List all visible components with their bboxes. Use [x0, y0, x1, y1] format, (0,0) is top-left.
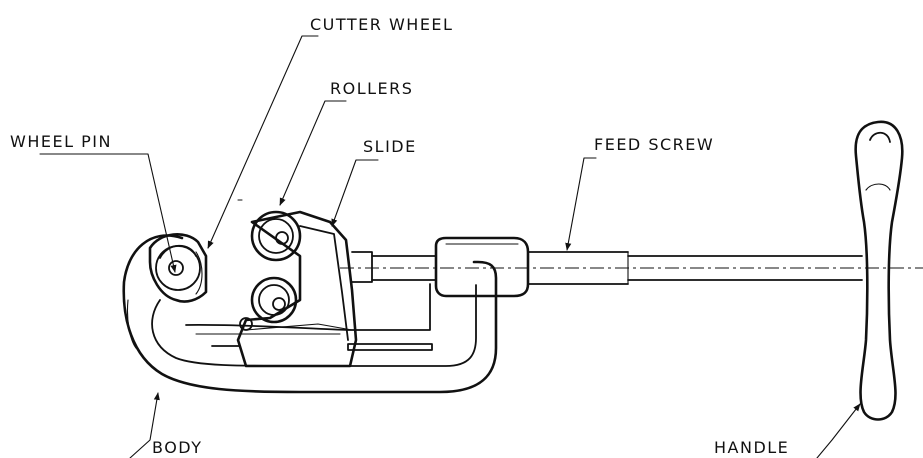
leader-cutter-wheel — [207, 35, 319, 249]
label-cutter-wheel: CUTTER WHEEL — [310, 15, 453, 34]
label-slide: SLIDE — [363, 137, 417, 156]
feed-screw-assembly — [351, 236, 863, 298]
label-body: BODY — [152, 438, 203, 457]
leader-rollers — [279, 100, 347, 206]
wheel-pin — [168, 260, 184, 276]
label-handle: HANDLE — [714, 438, 789, 457]
leader-lines — [39, 35, 861, 458]
upper-roller — [250, 210, 302, 262]
cutter-wheel-assembly — [148, 233, 208, 303]
label-feed-screw: FEED SCREW — [594, 135, 714, 154]
lower-roller — [250, 276, 298, 324]
leader-wheel-pin — [39, 153, 177, 273]
leader-handle — [816, 403, 861, 458]
leader-slide — [331, 159, 379, 227]
label-rollers: ROLLERS — [330, 79, 413, 98]
t-handle — [854, 120, 904, 421]
slide-assembly — [236, 210, 358, 368]
leader-feed-screw — [565, 157, 597, 251]
leader-body — [129, 392, 160, 458]
label-wheel-pin: WHEEL PIN — [10, 132, 112, 151]
cutter-body — [122, 234, 498, 394]
